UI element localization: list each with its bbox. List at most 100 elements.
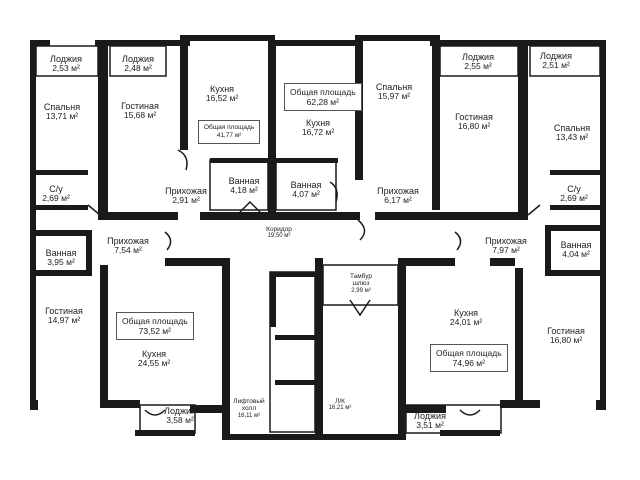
interior-wall bbox=[180, 40, 188, 150]
outer-wall-bottom bbox=[100, 400, 140, 408]
corridor-wall bbox=[200, 212, 360, 220]
corridor-wall bbox=[400, 258, 455, 266]
interior-wall bbox=[276, 158, 338, 163]
interior-wall bbox=[36, 170, 88, 175]
corridor-wall bbox=[490, 258, 515, 266]
vestibule-outline bbox=[322, 264, 399, 306]
outer-wall-bottom bbox=[596, 400, 606, 410]
interior-wall bbox=[100, 265, 108, 405]
door-swing bbox=[177, 149, 188, 171]
door-swing bbox=[144, 409, 166, 416]
interior-wall bbox=[36, 230, 86, 236]
outer-wall-top bbox=[355, 35, 440, 41]
door-swing bbox=[164, 231, 172, 251]
interior-wall bbox=[550, 225, 600, 231]
outer-wall-bottom bbox=[500, 400, 540, 408]
loggia-outline bbox=[529, 45, 601, 77]
core-wall bbox=[222, 258, 230, 438]
outer-wall-top bbox=[275, 40, 355, 46]
corridor-wall bbox=[108, 212, 178, 220]
outer-wall-top bbox=[180, 35, 275, 41]
corridor-wall bbox=[165, 258, 225, 266]
door-swing bbox=[349, 299, 371, 317]
core-wall bbox=[222, 434, 406, 440]
elevator-wall bbox=[275, 335, 315, 340]
interior-wall bbox=[36, 205, 88, 210]
outer-wall-bottom bbox=[406, 405, 446, 413]
interior-wall bbox=[36, 270, 86, 276]
outer-wall-left bbox=[30, 40, 36, 410]
outer-wall-bottom bbox=[30, 400, 38, 410]
interior-wall bbox=[268, 40, 276, 220]
corridor-wall bbox=[375, 212, 525, 220]
loggia-outline bbox=[405, 404, 502, 434]
interior-wall bbox=[550, 170, 600, 175]
interior-wall bbox=[545, 225, 551, 276]
interior-wall bbox=[432, 40, 440, 210]
interior-wall bbox=[518, 40, 528, 220]
outer-wall-right bbox=[600, 40, 606, 410]
interior-wall bbox=[210, 158, 270, 163]
core-wall bbox=[315, 258, 323, 438]
door-swing bbox=[357, 219, 366, 241]
outer-wall-top bbox=[430, 40, 525, 46]
outer-wall-bottom bbox=[190, 405, 222, 413]
interior-wall bbox=[550, 205, 600, 210]
elevator-wall bbox=[275, 380, 315, 385]
outer-wall-top bbox=[515, 40, 606, 46]
outer-wall-top bbox=[95, 40, 190, 46]
loggia-outline bbox=[139, 404, 196, 434]
core-wall bbox=[398, 258, 406, 438]
door-swing bbox=[454, 231, 462, 251]
door-swing bbox=[459, 409, 481, 416]
door-swing bbox=[87, 204, 101, 216]
elevator-wall bbox=[270, 272, 276, 327]
interior-wall bbox=[86, 230, 92, 276]
door-swing bbox=[527, 204, 541, 216]
elevator-shaft bbox=[269, 271, 316, 433]
outer-wall-top bbox=[30, 40, 50, 46]
door-swing bbox=[239, 200, 261, 213]
elevator-wall bbox=[270, 272, 315, 277]
door-swing bbox=[329, 181, 338, 203]
loggia-outline bbox=[109, 45, 167, 77]
interior-wall bbox=[550, 270, 600, 276]
interior-wall bbox=[515, 268, 523, 408]
